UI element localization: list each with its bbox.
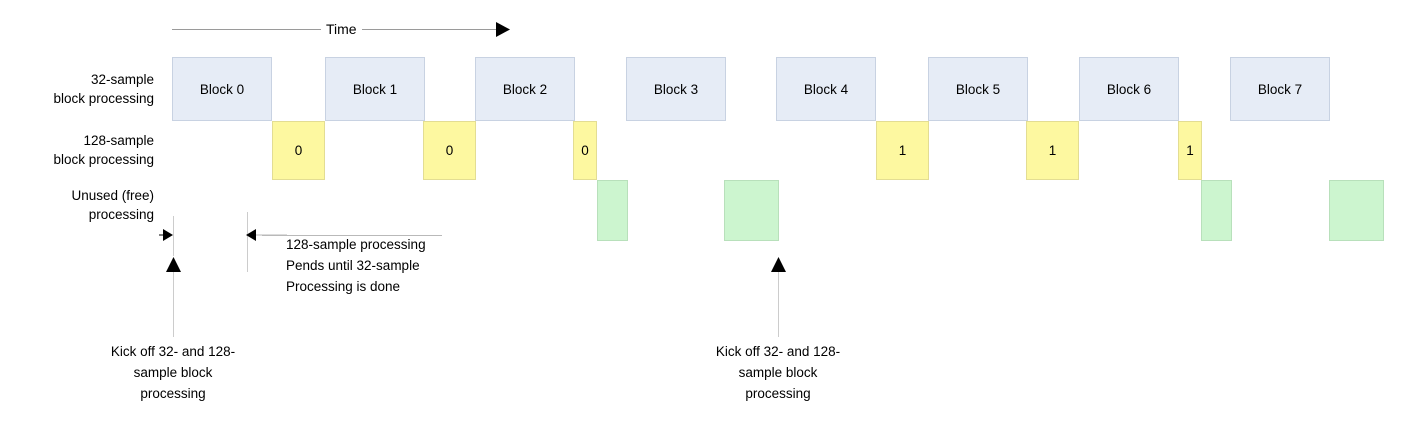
block-128-sample-3: 1 [876,121,929,180]
block-32-sample-7-label: Block 7 [1257,81,1303,97]
block-128-sample-2: 0 [573,121,597,180]
block-unused-free-1 [724,180,779,241]
block-32-sample-0-label: Block 0 [199,81,245,97]
pend-note-text: 128-sample processing Pends until 32-sam… [286,237,426,294]
block-32-sample-6: Block 6 [1079,57,1179,121]
row-label-32-sample: 32-sample block processing [53,72,154,106]
kickoff-left-text: Kick off 32- and 128- sample block proce… [110,344,236,401]
block-32-sample-3: Block 3 [626,57,726,121]
block-128-sample-0: 0 [272,121,325,180]
row-label-128-sample: 128-sample block processing [53,133,154,167]
block-32-sample-2: Block 2 [475,57,575,121]
block-32-sample-4-label: Block 4 [803,81,849,97]
block-128-sample-5-label: 1 [1186,143,1194,158]
kickoff-left-arrow-up-icon [166,257,181,272]
time-axis-label: Time [321,21,362,37]
block-128-sample-4-label: 1 [1048,143,1057,158]
block-32-sample-1-label: Block 1 [352,81,398,97]
block-32-sample-3-label: Block 3 [653,81,699,97]
block-32-sample-5: Block 5 [928,57,1028,121]
block-32-sample-2-label: Block 2 [502,81,548,97]
block-32-sample-6-label: Block 6 [1106,81,1152,97]
block-128-sample-5: 1 [1178,121,1202,180]
block-unused-free-3 [1329,180,1384,241]
kickoff-right-line [778,262,780,337]
row-label-unused-free: Unused (free) processing [71,188,154,222]
block-128-sample-3-label: 1 [898,143,907,158]
block-unused-free-2 [1201,180,1232,241]
block-32-sample-7: Block 7 [1230,57,1330,121]
block-128-sample-2-label: 0 [581,143,589,158]
time-axis-arrowhead [496,22,510,37]
block-32-sample-0: Block 0 [172,57,272,121]
dimension-tick-left [173,216,175,256]
dimension-arrow-right-icon [159,229,173,241]
block-128-sample-0-label: 0 [294,143,303,158]
block-unused-free-0 [597,180,628,241]
kickoff-right-arrow-up-icon [771,257,786,272]
dimension-tick-right [247,212,249,272]
block-128-sample-1-label: 0 [445,143,454,158]
kickoff-right-text: Kick off 32- and 128- sample block proce… [715,344,841,401]
pend-note-lead-line [262,235,442,236]
block-32-sample-4: Block 4 [776,57,876,121]
block-128-sample-4: 1 [1026,121,1079,180]
block-128-sample-1: 0 [423,121,476,180]
kickoff-left-line [173,262,175,337]
block-32-sample-1: Block 1 [325,57,425,121]
block-32-sample-5-label: Block 5 [955,81,1001,97]
